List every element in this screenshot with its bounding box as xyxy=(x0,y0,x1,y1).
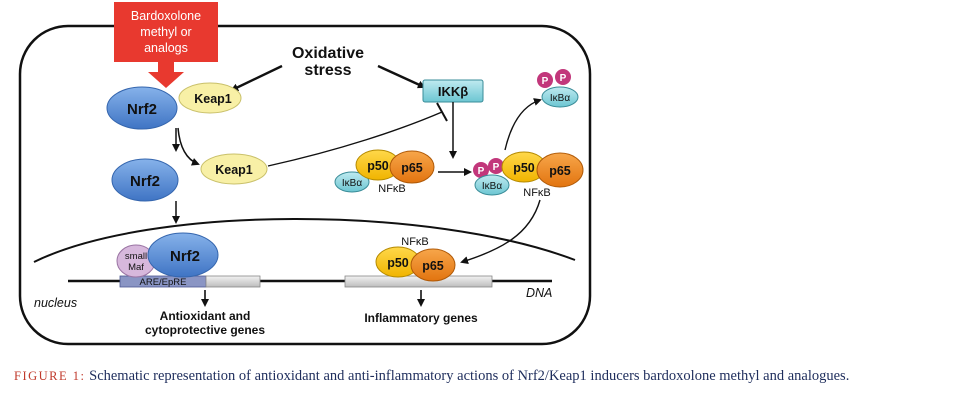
nfkb-nuclear-label: NFκB xyxy=(401,236,429,248)
nrf2-keap1-pathway-diagram: Bardoxolone methyl or analogs Oxidative … xyxy=(18,2,592,346)
oxidative-stress-line2: stress xyxy=(304,62,351,79)
p65-phospho-label: p65 xyxy=(549,164,571,178)
p50-cytoplasm-label: p50 xyxy=(367,159,389,173)
ikba-phospho xyxy=(474,174,510,196)
phospho-released-1-label: P xyxy=(542,76,549,87)
phospho-released-2 xyxy=(555,69,571,85)
figure-label: FIGURE 1: xyxy=(14,369,86,383)
p65-phospho xyxy=(536,152,584,188)
ikba-cytoplasm xyxy=(334,171,370,193)
antioxidant-genes-line2: cytoprotective genes xyxy=(145,323,265,337)
nrf2-free xyxy=(111,158,179,202)
antioxidant-gene-bar xyxy=(205,275,261,288)
arrow-nfkb-translocation xyxy=(460,199,541,265)
phospho-released-1 xyxy=(537,72,553,88)
keap1-free xyxy=(200,153,268,185)
drug-arrow-head xyxy=(148,72,184,88)
keap1-free-label: Keap1 xyxy=(215,163,253,177)
inflammatory-genes-label: Inflammatory genes xyxy=(364,311,478,325)
figure-caption-text: Schematic representation of antioxidant … xyxy=(89,368,850,384)
nrf2-complex xyxy=(106,86,178,130)
phospho-2 xyxy=(488,158,504,174)
phospho-2-label: P xyxy=(493,162,500,173)
keap1-inhibits-ikkb xyxy=(267,111,443,167)
ikkb-label: IKKβ xyxy=(438,84,468,99)
nrf2-complex-label: Nrf2 xyxy=(127,101,157,118)
phospho-released-2-label: P xyxy=(560,73,567,84)
dna-label: DNA xyxy=(526,286,552,300)
nrf2-free-label: Nrf2 xyxy=(130,173,160,190)
p65-cytoplasm xyxy=(389,150,435,184)
drug-arrow-shaft xyxy=(158,62,174,72)
keap1-complex xyxy=(178,82,242,114)
arrow-stress-to-keap1 xyxy=(230,64,283,92)
p65-nuclear-label: p65 xyxy=(422,259,444,273)
nrf2-nuclear-label: Nrf2 xyxy=(170,248,200,265)
nfkb-phospho-label: NFκB xyxy=(523,187,551,199)
arrow-stress-to-ikkb xyxy=(377,64,426,89)
antioxidant-genes-line1: Antioxidant and xyxy=(160,309,251,323)
nfkb-cytoplasm-label: NFκB xyxy=(378,183,406,195)
arrow-keap1-release xyxy=(177,127,200,166)
small-maf-line1: small xyxy=(125,251,147,262)
bardoxolone-line3: analogs xyxy=(144,41,188,55)
figure-caption: FIGURE 1: Schematic representation of an… xyxy=(14,366,949,386)
bardoxolone-line2: methyl or xyxy=(140,25,191,39)
nuclear-membrane xyxy=(33,218,576,263)
ikba-phospho-label: IκBα xyxy=(482,181,502,192)
ikba-released-label: IκBα xyxy=(550,93,570,104)
nucleus-label: nucleus xyxy=(34,296,77,310)
arrow-ikba-release xyxy=(504,98,542,151)
inhibition-bar xyxy=(436,102,448,122)
p50-phospho-label: p50 xyxy=(513,161,535,175)
nrf2-nuclear xyxy=(147,232,219,278)
p65-cytoplasm-label: p65 xyxy=(401,161,423,175)
small-maf-line2: Maf xyxy=(128,262,144,273)
are-epre-label: ARE/EpRE xyxy=(140,277,187,288)
phospho-1 xyxy=(473,162,489,178)
ikba-cytoplasm-label: IκBα xyxy=(342,178,362,189)
bardoxolone-box xyxy=(114,2,218,62)
bardoxolone-line1: Bardoxolone xyxy=(131,9,201,23)
keap1-complex-label: Keap1 xyxy=(194,92,232,106)
cell-outline xyxy=(18,24,592,346)
inflammatory-gene-bar xyxy=(344,275,493,288)
p50-nuclear-label: p50 xyxy=(387,256,409,270)
p65-nuclear xyxy=(410,248,456,282)
ikba-released xyxy=(541,86,579,108)
oxidative-stress-line1: Oxidative xyxy=(292,45,364,62)
phospho-1-label: P xyxy=(478,166,485,177)
